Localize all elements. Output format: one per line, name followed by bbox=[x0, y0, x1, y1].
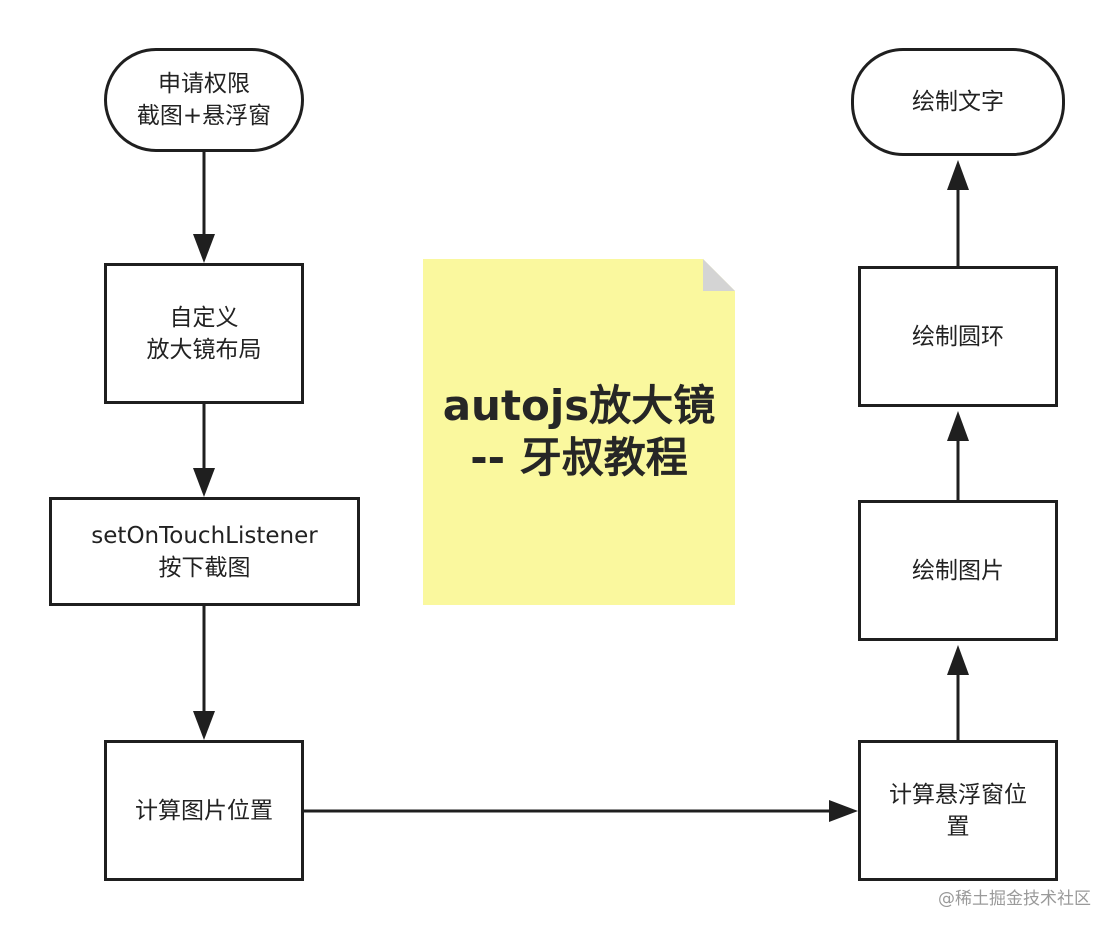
node-label-line: 截图+悬浮窗 bbox=[136, 103, 272, 129]
sticky-note-body bbox=[423, 259, 735, 605]
arrowhead-down bbox=[193, 468, 215, 497]
arrowhead-up bbox=[947, 411, 969, 441]
node-label-line: 申请权限 bbox=[158, 71, 250, 97]
node-label-line: 绘制文字 bbox=[912, 89, 1004, 115]
node-label-line: 放大镜布局 bbox=[146, 336, 262, 363]
arrowhead-right bbox=[829, 800, 858, 822]
sticky-note-fold bbox=[703, 259, 735, 291]
node-label-line: 置 bbox=[946, 813, 970, 840]
node-label-line: 绘制圆环 bbox=[912, 323, 1004, 350]
watermark: @稀土掘金技术社区 bbox=[938, 889, 1091, 909]
node-custom-layout: 自定义 放大镜布局 bbox=[104, 263, 304, 404]
node-calc-window-position: 计算悬浮窗位 置 bbox=[858, 740, 1058, 881]
node-request-permissions: 申请权限 截图+悬浮窗 bbox=[104, 48, 304, 152]
node-draw-text: 绘制文字 bbox=[851, 48, 1065, 156]
node-touch-listener: setOnTouchListener 按下截图 bbox=[49, 497, 360, 606]
arrowhead-up bbox=[947, 645, 969, 675]
arrowhead-down bbox=[193, 711, 215, 740]
node-label-line: setOnTouchListener bbox=[91, 522, 318, 549]
arrowhead-down bbox=[193, 234, 215, 263]
node-label-line: 计算图片位置 bbox=[135, 797, 273, 824]
note-title-line: -- 牙叔教程 bbox=[470, 433, 688, 482]
node-draw-image: 绘制图片 bbox=[858, 500, 1058, 641]
node-calc-image-position: 计算图片位置 bbox=[104, 740, 304, 881]
node-label-line: 自定义 bbox=[169, 304, 239, 331]
arrowhead-up bbox=[947, 160, 969, 190]
sticky-note-shape bbox=[423, 259, 735, 605]
node-label-line: 计算悬浮窗位 bbox=[889, 781, 1027, 808]
sticky-note: autojs放大镜 -- 牙叔教程 bbox=[423, 259, 735, 605]
node-draw-ring: 绘制圆环 bbox=[858, 266, 1058, 407]
note-title-line: autojs放大镜 bbox=[442, 381, 716, 430]
node-label-line: 按下截图 bbox=[158, 554, 251, 581]
node-label-line: 绘制图片 bbox=[912, 557, 1004, 584]
